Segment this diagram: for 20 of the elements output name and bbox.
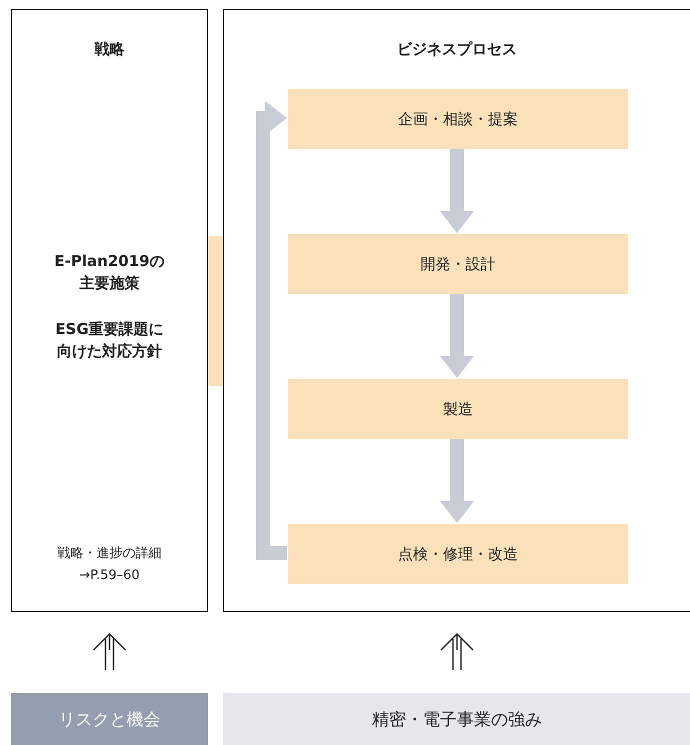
policy-text: ESG重要課題に向けた対応方針	[54, 319, 165, 362]
arrow	[440, 438, 474, 523]
double-arrow	[440, 633, 474, 671]
arrow	[440, 148, 474, 233]
process-box: 点検・修理・改造	[288, 524, 628, 584]
policy-text: E-Plan2019の主要施策	[54, 251, 166, 294]
panel-heading: 戦略	[93, 39, 126, 60]
arrow	[440, 293, 474, 378]
feedback-arrow	[256, 101, 287, 560]
process-panel	[223, 9, 690, 612]
strategy-panel	[11, 9, 208, 612]
connector-band	[208, 236, 223, 386]
strength-banner: 精密・電子事業の強み	[223, 693, 690, 745]
double-arrow	[92, 633, 126, 671]
reference-note: 戦略・進捗の詳細 →P.59–60	[56, 545, 162, 585]
panel-heading: ビジネスプロセス	[396, 39, 518, 60]
risk-banner: リスクと機会	[11, 693, 208, 745]
process-box: 製造	[288, 379, 628, 439]
process-box: 企画・相談・提案	[288, 89, 628, 149]
process-box: 開発・設計	[288, 234, 628, 294]
